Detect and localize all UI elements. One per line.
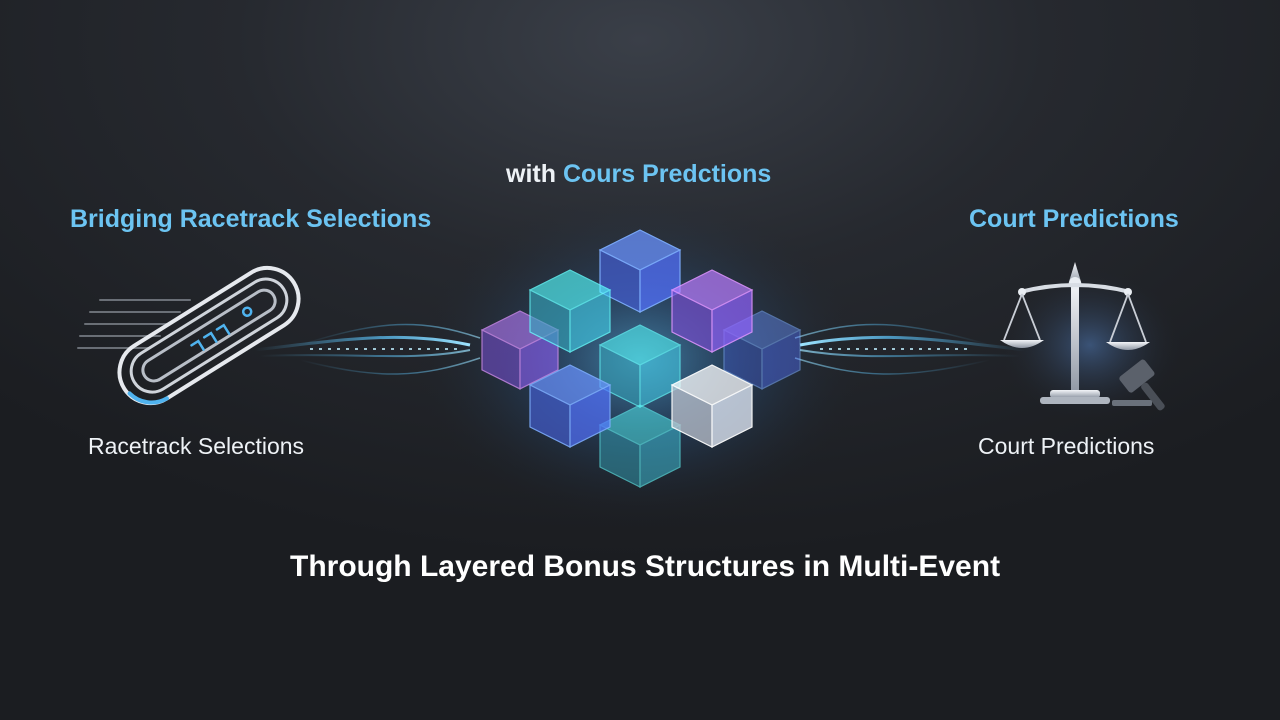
left-energy-beam: [254, 323, 481, 375]
layered-cubes-icon: [480, 229, 802, 488]
bottom-title: Through Layered Bonus Structures in Mult…: [290, 550, 1001, 583]
label-left: Racetrack Selections: [88, 433, 305, 459]
scales-of-justice-icon: [1000, 262, 1150, 404]
right-energy-beam: [794, 323, 1026, 375]
cube-upper-right: [670, 269, 754, 353]
headline-top-prefix: with: [506, 160, 563, 188]
gavel-icon: [1112, 359, 1165, 411]
headline-left: Bridging Racetrack Selections: [70, 205, 432, 233]
headline-top: with Cours Predctions: [506, 160, 771, 189]
racetrack-icon: [77, 265, 301, 406]
cube-upper-left: [528, 269, 612, 353]
cube-lower-right: [670, 364, 754, 448]
headline-top-highlight: Cours Predctions: [562, 160, 772, 188]
label-right: Court Predictions: [978, 433, 1155, 459]
cube-bottom: [598, 404, 682, 488]
headline-right: Court Predictions: [969, 205, 1179, 233]
cube-lower-left: [528, 364, 612, 448]
